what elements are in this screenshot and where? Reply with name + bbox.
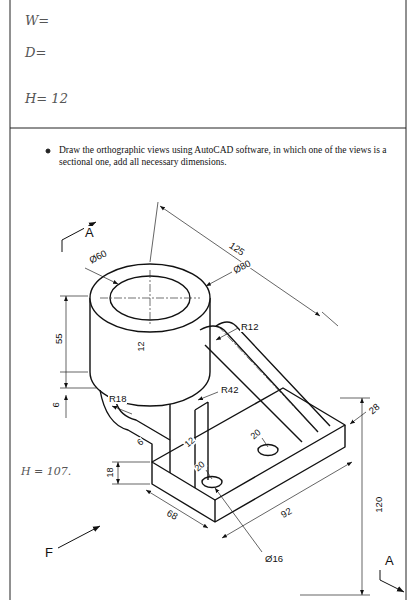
dimension-label: 55 — [54, 332, 64, 345]
dimension-label: 120 — [374, 496, 384, 514]
dimension-label: Ø60 — [87, 248, 109, 266]
handwritten-note: H= 12 — [24, 92, 69, 105]
dimension-label: 125 — [227, 240, 247, 258]
instruction-text: Draw the orthographic views using AutoCA… — [58, 145, 395, 169]
dimension-label: 6 — [51, 401, 61, 408]
dimension-label: 6 — [135, 437, 146, 448]
dimension-label: Ø80 — [231, 258, 253, 276]
dimension-label: A — [84, 226, 95, 239]
dimension-label: 28 — [366, 401, 382, 416]
handwritten-note: W= — [24, 14, 50, 27]
dimension-label: 92 — [278, 505, 294, 520]
dimension-label: 12 — [137, 340, 146, 352]
dimension-label: R42 — [220, 385, 239, 395]
dimension-label: Ø16 — [264, 554, 284, 564]
dimension-label: R12 — [240, 322, 259, 332]
dimension-label: A — [384, 554, 395, 567]
handwritten-note: D= — [24, 46, 47, 59]
dimension-label: R18 — [108, 394, 127, 404]
dimension-label: 18 — [106, 466, 115, 478]
handwritten-note: H = 107. — [20, 466, 72, 477]
dimension-label: F — [44, 546, 54, 559]
